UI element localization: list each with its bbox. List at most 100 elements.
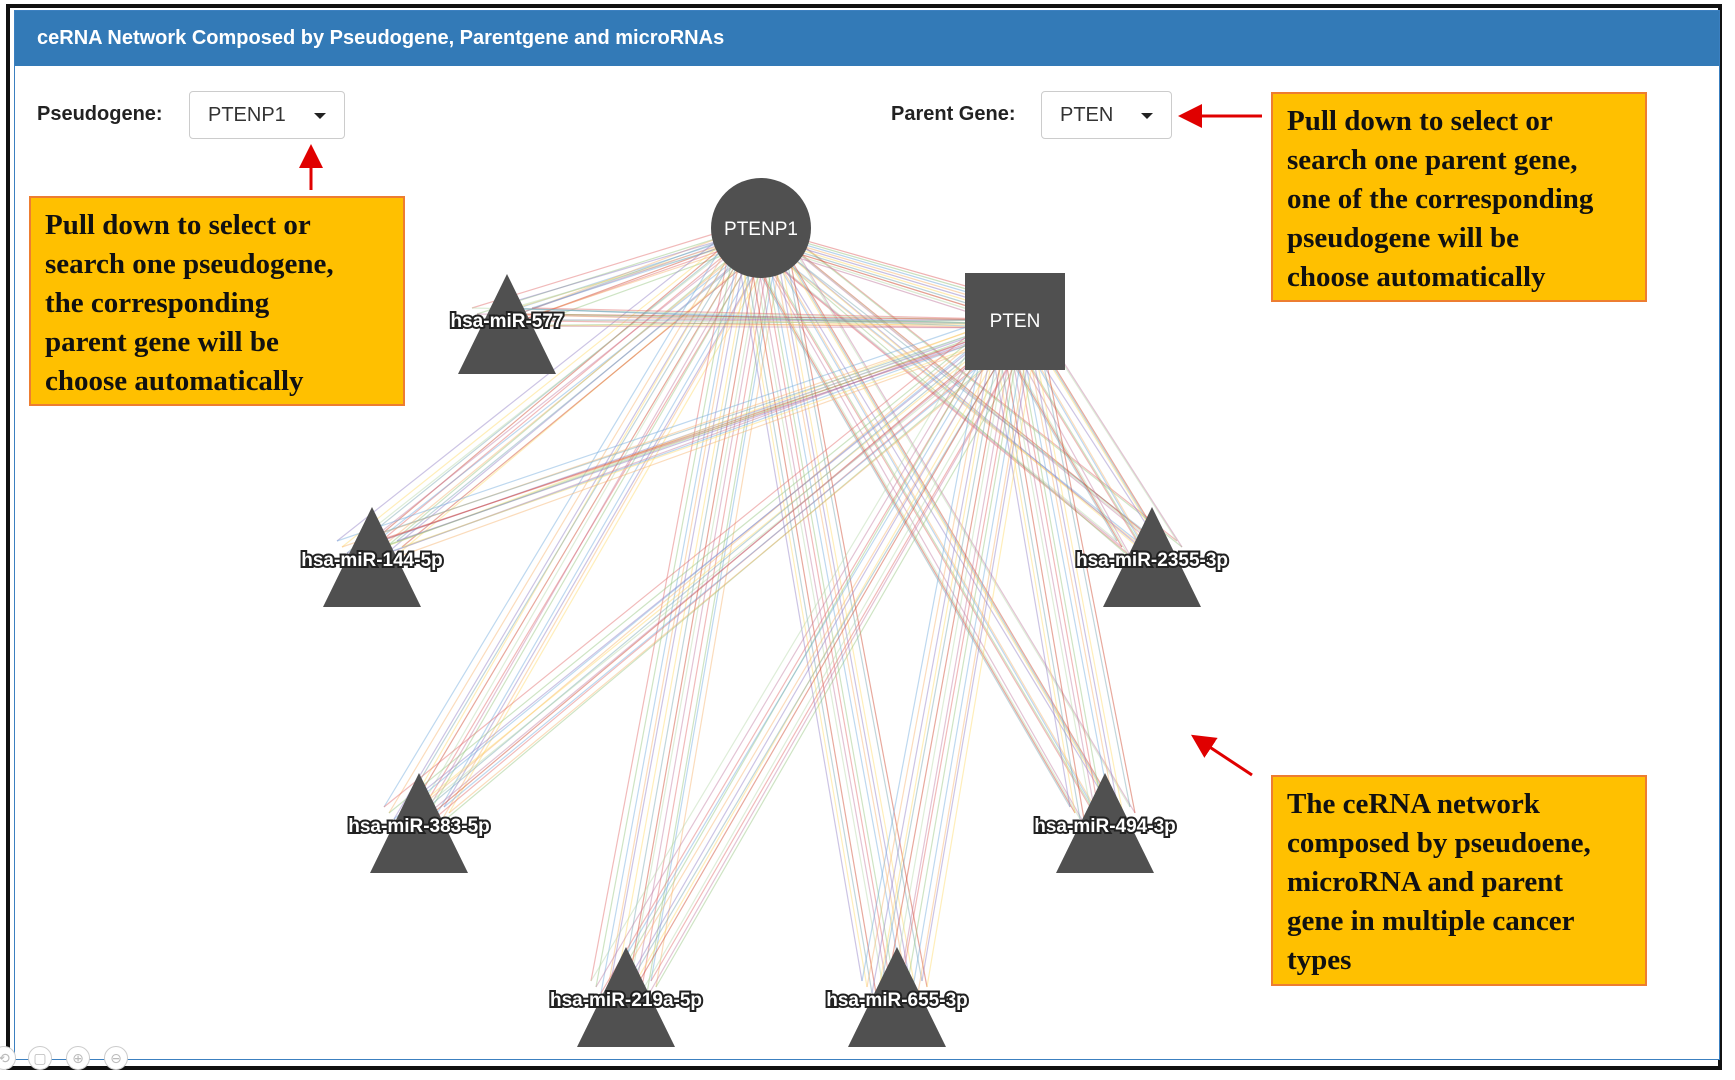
network-edge: [640, 323, 1028, 994]
network-node-hsa-mir-2355-3p[interactable]: [1103, 507, 1201, 607]
network-edge: [388, 231, 738, 814]
network-edge: [760, 231, 1106, 826]
network-edge: [760, 231, 898, 1000]
network-edge: [752, 235, 1143, 548]
network-edge: [635, 319, 1024, 988]
network-edge: [471, 307, 988, 321]
network-edge: [386, 231, 774, 554]
network-edge: [896, 323, 1016, 1000]
network-edge: [610, 323, 1004, 982]
network-edge: [491, 231, 750, 309]
network-edge: [871, 327, 996, 994]
chevron-down-icon: [314, 113, 326, 119]
network-node-hsa-mir-219a-5p[interactable]: [577, 947, 675, 1047]
network-edge: [748, 231, 1138, 542]
network-edge: [391, 235, 778, 560]
network-edge: [916, 327, 1032, 1000]
network-edge: [443, 319, 1036, 808]
network-edge: [740, 235, 1128, 554]
network-edge: [625, 323, 1016, 1000]
network-edge: [491, 307, 1004, 325]
network-edge: [346, 327, 996, 554]
network-edge: [655, 323, 1040, 988]
network-edge: [645, 327, 1032, 1000]
network-edge: [756, 227, 893, 994]
network-edge: [366, 227, 758, 554]
network-edge: [526, 325, 1032, 329]
network-edge: [403, 323, 1004, 808]
network-node-hsa-mir-655-3p[interactable]: [848, 947, 946, 1047]
network-edge: [448, 323, 1040, 814]
parent-gene-selected-value: PTEN: [1060, 104, 1114, 126]
network-edge: [438, 235, 778, 826]
node-label: hsa-miR-655-3p: [826, 990, 968, 1011]
network-edge: [630, 327, 1020, 982]
node-label: hsa-miR-577: [451, 311, 564, 332]
network-edge: [516, 313, 1024, 321]
network-edge: [341, 231, 738, 548]
network-edge: [732, 227, 1118, 542]
network-edge: [396, 227, 782, 542]
network-edge: [376, 327, 1020, 542]
network-edge: [732, 227, 863, 982]
network-edge: [1034, 319, 1131, 808]
pseudogene-select[interactable]: PTENP1: [189, 91, 345, 139]
network-edges: [336, 227, 1183, 1000]
network-edge: [780, 227, 1178, 542]
network-edge: [381, 319, 1024, 548]
network-edge: [1022, 319, 1116, 814]
network-edge: [990, 323, 1076, 814]
network-edge: [481, 235, 742, 321]
network-edge: [398, 319, 1000, 826]
network-edge: [744, 227, 1133, 560]
network-node-hsa-mir-383-5p[interactable]: [370, 773, 468, 873]
network-edge: [481, 319, 996, 329]
network-edge: [776, 235, 918, 1000]
network-edge: [861, 319, 988, 982]
zoom-in-icon[interactable]: ⊕: [66, 1046, 90, 1070]
network-edge: [336, 227, 734, 542]
zoom-out-icon[interactable]: ⊖: [104, 1046, 128, 1070]
zoom-fit-icon[interactable]: ▢: [28, 1046, 52, 1070]
network-edge: [784, 231, 928, 988]
network-edge: [396, 319, 1036, 542]
network-edge: [906, 319, 1024, 988]
network-edge: [511, 307, 1020, 329]
parent-gene-select[interactable]: PTEN: [1041, 91, 1172, 139]
network-edge: [413, 227, 758, 820]
network-edge: [600, 327, 996, 994]
network-node-hsa-mir-494-3p[interactable]: [1056, 773, 1154, 873]
network-edge: [1030, 327, 1126, 826]
network-edge: [780, 227, 923, 982]
chevron-down-icon: [1141, 113, 1153, 119]
network-edge: [383, 227, 734, 808]
network-node-hsa-mir-144-5p[interactable]: [323, 507, 421, 607]
network-edge: [752, 235, 888, 988]
network-edge: [398, 227, 746, 826]
network-edge: [921, 319, 1036, 982]
network-edge: [391, 327, 1032, 560]
network-edge: [784, 231, 1183, 548]
network-edge: [443, 227, 782, 808]
network-edge: [881, 323, 1004, 982]
network-edge: [408, 235, 754, 814]
network-edge: [1014, 323, 1106, 826]
network-edge: [768, 227, 1116, 814]
network-edge: [744, 227, 878, 1000]
network-node-pten[interactable]: [965, 273, 1065, 370]
network-edge: [901, 327, 1020, 982]
network-edge: [595, 323, 992, 988]
network-node-ptenp1[interactable]: [711, 178, 811, 278]
network-edge: [630, 235, 766, 982]
network-edge: [401, 323, 1040, 548]
network-edge: [650, 319, 1036, 982]
network-edge: [736, 231, 1076, 814]
network-edge: [764, 235, 1111, 808]
network-edge: [764, 235, 1158, 542]
network-node-hsa-mir-577[interactable]: [458, 274, 556, 374]
network-edge: [590, 227, 734, 982]
network-edge: [1018, 327, 1111, 808]
network-edge: [336, 319, 988, 542]
network-edge: [476, 313, 992, 325]
